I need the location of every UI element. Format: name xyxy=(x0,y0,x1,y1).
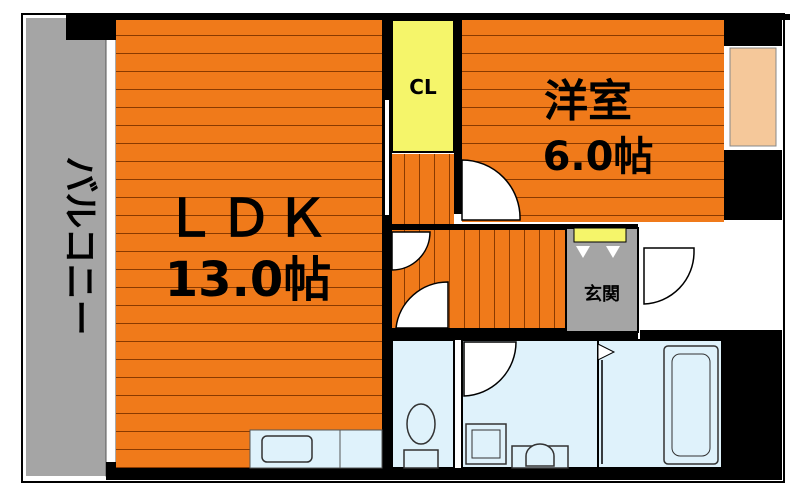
kitchen-counter xyxy=(249,429,383,469)
washroom xyxy=(461,339,599,469)
western-room-name-label: 洋室 xyxy=(544,76,632,127)
corridor-floor xyxy=(392,154,454,224)
closet xyxy=(391,19,466,153)
entrance xyxy=(565,227,695,333)
balcony xyxy=(26,17,117,477)
ldk-name-label: ＬＤＫ xyxy=(164,189,332,249)
ldk-floor xyxy=(116,20,382,468)
ldk-size-label: 13.0帖 xyxy=(165,252,331,308)
balcony-label: バルコニー xyxy=(59,156,100,335)
hallway-doors xyxy=(391,231,449,329)
western-room-size-label: 6.0帖 xyxy=(543,134,654,180)
bathroom xyxy=(597,339,723,469)
entrance-label: 玄関 xyxy=(584,283,620,305)
closet-label: CL xyxy=(409,75,437,99)
window xyxy=(729,47,777,147)
toilet-room xyxy=(391,339,455,469)
western-room-door xyxy=(461,159,521,221)
